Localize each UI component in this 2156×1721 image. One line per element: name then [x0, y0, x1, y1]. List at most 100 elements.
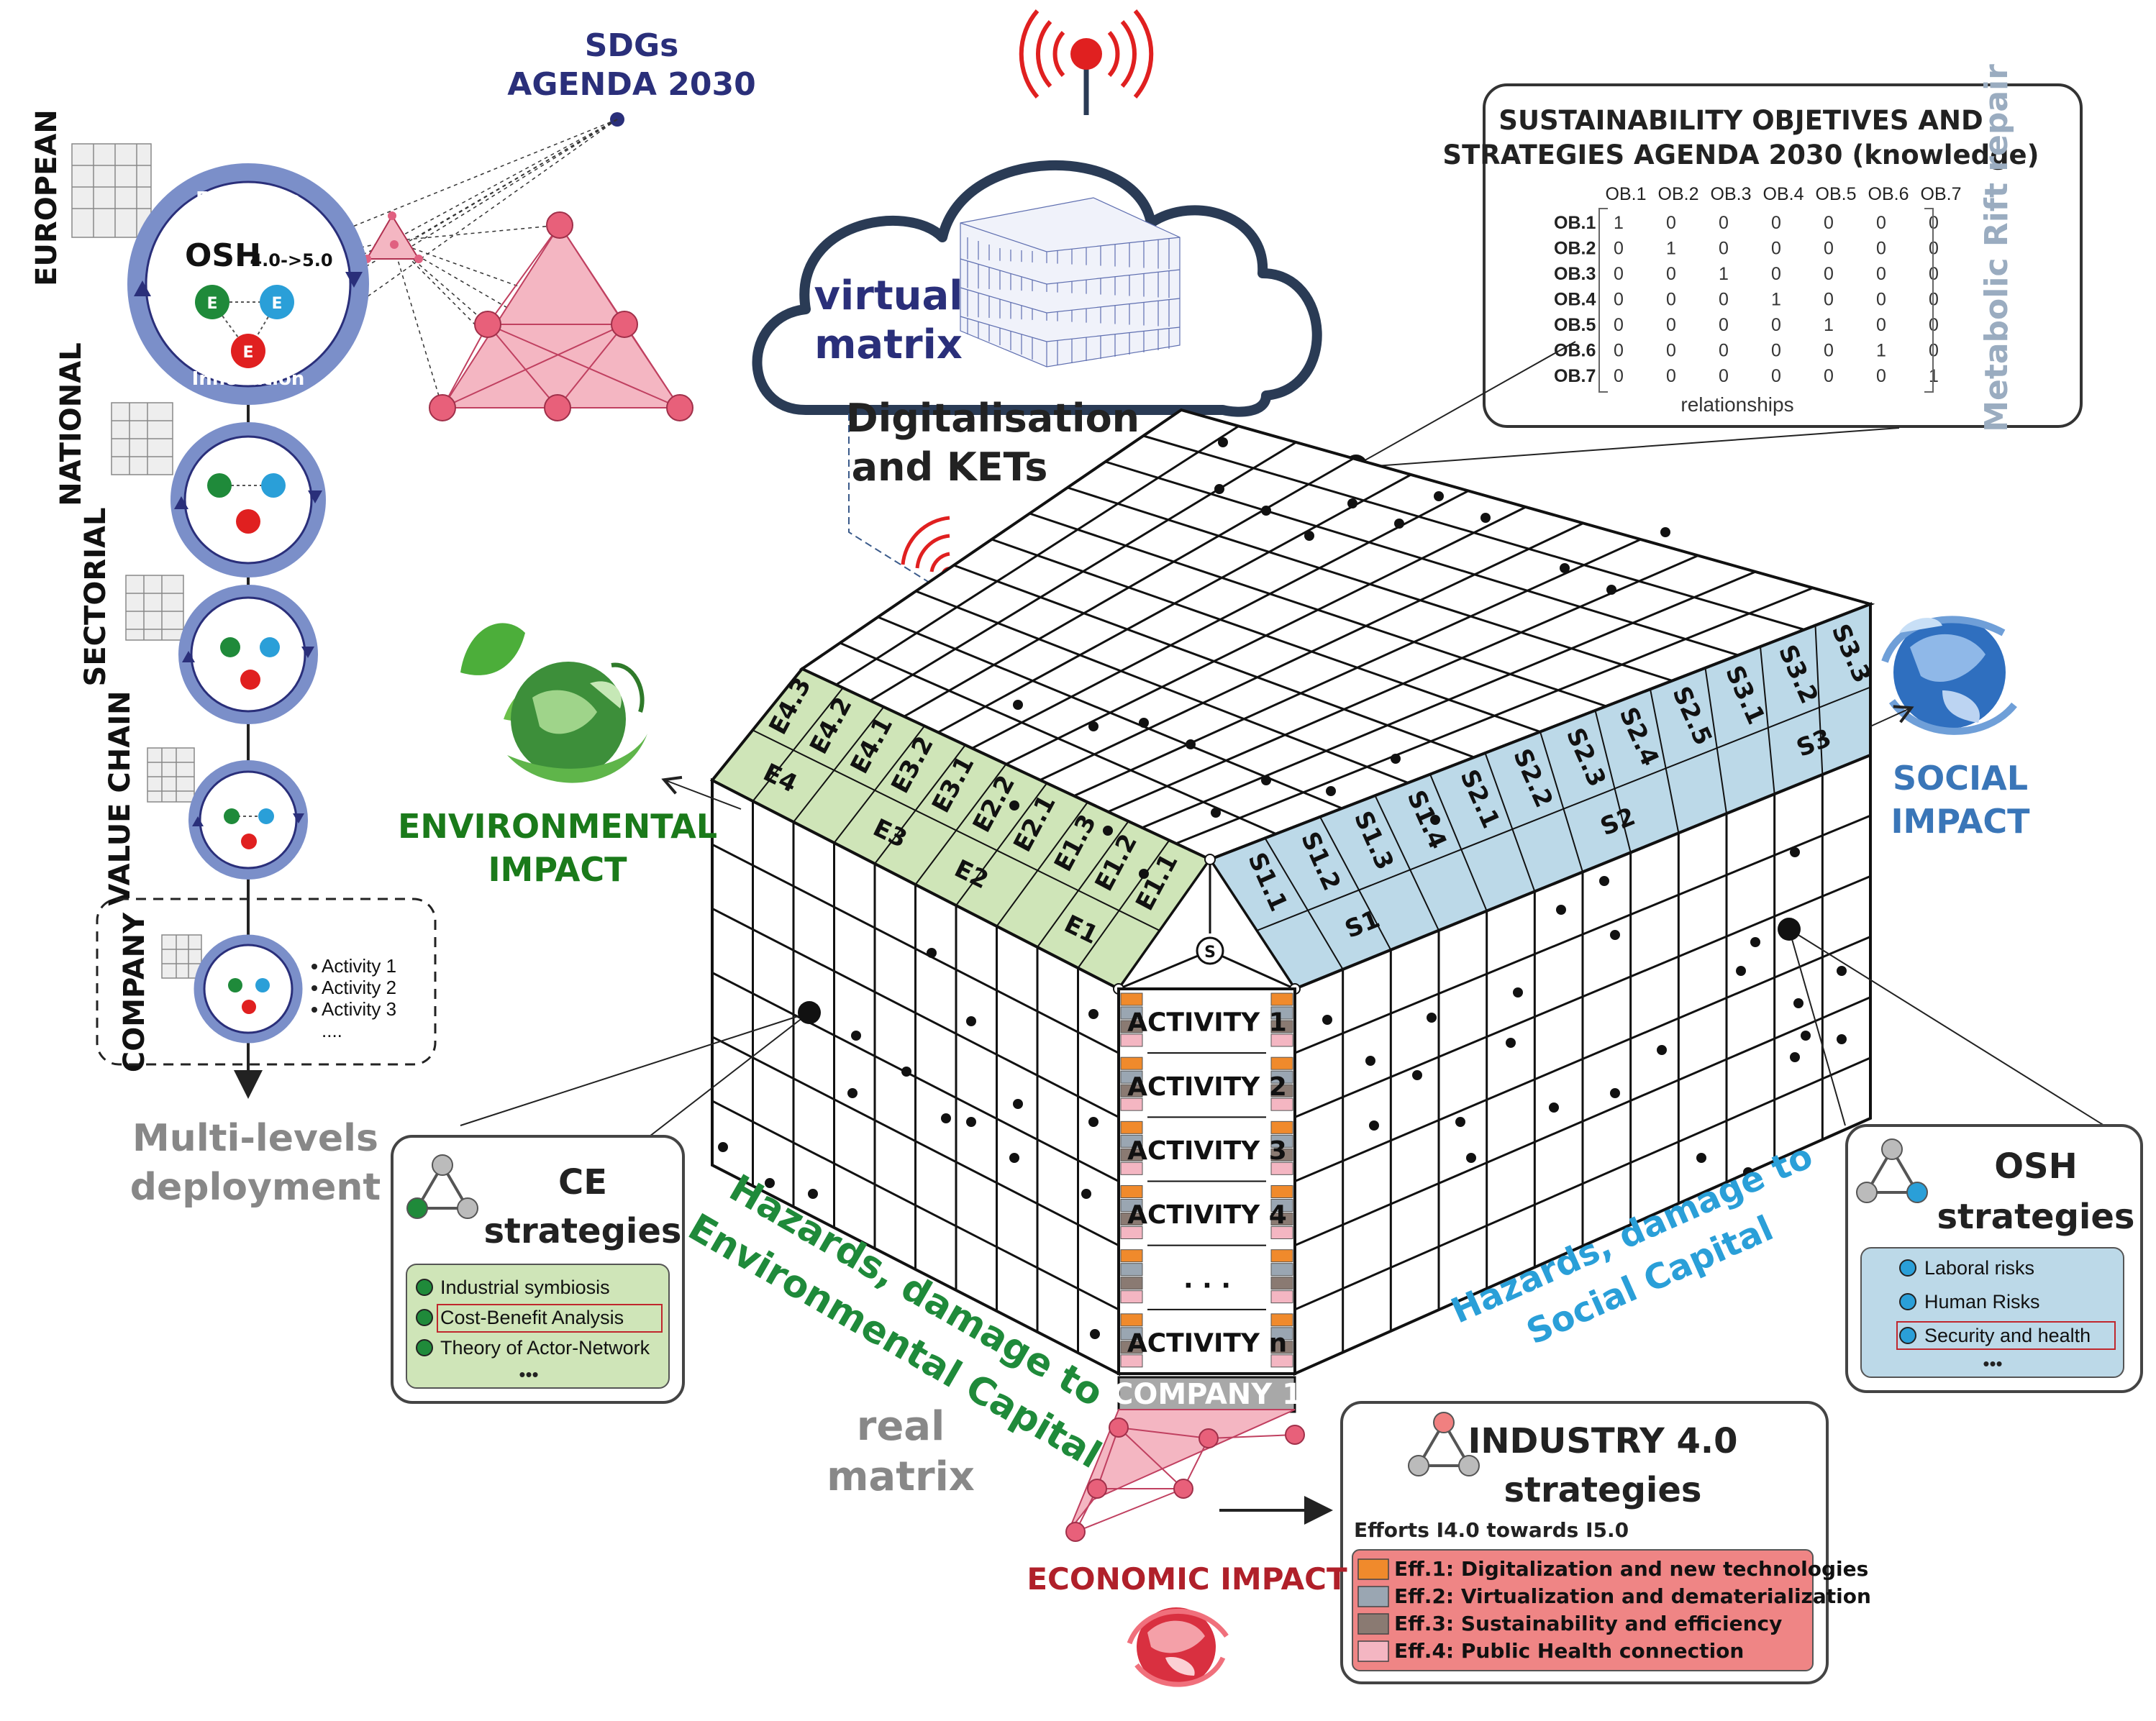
activity-label: ACTIVITY 2 [1127, 1072, 1287, 1102]
effort-stripe [1270, 1148, 1293, 1161]
effort-stripe [1120, 1097, 1143, 1111]
matrix-dot [1430, 815, 1440, 825]
matrix-cell: 0 [1824, 341, 1834, 361]
effort-stripe [1120, 1006, 1143, 1020]
effort-stripe [1120, 1341, 1143, 1354]
slope-gridline [1704, 667, 1727, 814]
sustainability-title-2: STRATEGIES AGENDA 2030 (knowledge) [1442, 140, 2039, 170]
social-impact-arrow [1870, 708, 1910, 727]
effort-stripe [1120, 1056, 1143, 1070]
activity-label: ACTIVITY 4 [1127, 1200, 1287, 1230]
effort-item: Eff.1: Digitalization and new technologi… [1394, 1557, 1868, 1581]
env-impact-arrow [665, 780, 742, 810]
matrix-dot [1261, 775, 1271, 785]
matrix-dot [966, 1117, 976, 1127]
callout-dot [1778, 918, 1801, 941]
matrix-cell: 0 [1719, 213, 1729, 233]
matrix-label: matrix [814, 321, 963, 368]
callout-line [1355, 427, 1900, 468]
effort-stripe [1270, 1199, 1293, 1212]
small-network-triangle [365, 214, 420, 260]
slope-gridline [955, 782, 1048, 906]
ce-subtitle: strategies [483, 1211, 681, 1251]
effort-stripe [1270, 1161, 1293, 1175]
level-european: EUROPEAN [30, 109, 63, 286]
matrix-cell: 0 [1666, 264, 1676, 284]
matrix-cell: 0 [1824, 366, 1834, 386]
matrix-dot [1304, 531, 1314, 541]
matrix-row-header: OB.3 [1554, 264, 1596, 284]
matrix-cell: 1 [1666, 239, 1676, 259]
roof-gridline [937, 473, 1412, 734]
econ-node-blue [255, 978, 270, 992]
slope-gridline [1264, 837, 1344, 970]
econ-node-red [241, 834, 257, 849]
effort-stripe [1120, 1033, 1143, 1047]
econ-node-green [220, 637, 240, 657]
matrix-dot [966, 1016, 976, 1026]
matrix-dot [1009, 1153, 1019, 1163]
company-ring [194, 934, 303, 1044]
sdgs-subtitle: AGENDA 2030 [507, 66, 755, 103]
social-impact-line1: SOCIAL [1893, 759, 2028, 798]
matrix-cell: 0 [1666, 213, 1676, 233]
osh-item-3: Security and health [1924, 1325, 2091, 1346]
matrix-dot [765, 1178, 775, 1188]
slope-gridline [1594, 710, 1632, 853]
roof-gridline [1005, 506, 1527, 765]
matrix-row-header: OB.1 [1554, 213, 1596, 233]
level-sectorial: SECTORIAL [79, 508, 112, 687]
ridge-label: S [1204, 944, 1216, 962]
matrix-dot [1801, 1031, 1811, 1041]
matrix-cell: 0 [1666, 366, 1676, 386]
callout-line [1355, 341, 1576, 466]
effort-stripe [1120, 1277, 1143, 1290]
ring-arrow-icon [345, 272, 363, 288]
company-1-label: COMPANY 1 [1112, 1378, 1302, 1411]
effort-stripe [1120, 1313, 1143, 1327]
metabolic-rift-label: Metabolic Rift repair [1978, 64, 2015, 432]
network-triangle-icon [406, 1154, 478, 1219]
matrix-cell: 0 [1719, 341, 1729, 361]
callout-line [1788, 928, 1846, 1126]
effort-stripe [1270, 1006, 1293, 1020]
matrix-cell: 0 [1771, 264, 1781, 284]
effort-stripe [1120, 1249, 1143, 1263]
ce-title: CE [558, 1162, 607, 1202]
level-value-chain: VALUE CHAIN [104, 690, 137, 905]
wall-gridline [1294, 936, 1871, 1182]
wall-gridline [1294, 996, 1871, 1247]
effort-item: Eff.4: Public Health connection [1394, 1639, 1744, 1663]
slope-gridline [1539, 731, 1583, 872]
level-company: COMPANY [118, 912, 151, 1072]
slope-gridline [752, 729, 1160, 931]
network-node [388, 211, 396, 220]
matrix-dot [1660, 527, 1670, 537]
callout-line [1788, 928, 2105, 1126]
matrix-dot [1322, 1015, 1332, 1025]
highlight-box [1896, 1321, 2116, 1350]
economic-globe-icon [1127, 1607, 1229, 1687]
excellence-label: Excelence [196, 188, 301, 210]
ridge-node [1196, 936, 1224, 965]
activity-label: ACTIVITY n [1127, 1328, 1287, 1358]
matrix-cell: 0 [1771, 239, 1781, 259]
effort-stripe [1270, 1120, 1293, 1134]
matrix-row-header: OB.7 [1554, 366, 1596, 386]
building-icon [111, 402, 173, 475]
matrix-cell: 0 [1876, 239, 1886, 259]
signal-waves-icon [1019, 9, 1154, 99]
real-label: real [857, 1403, 945, 1450]
matrix-cell: 0 [1614, 341, 1624, 361]
big-network-triangle [429, 211, 693, 421]
econ-node-blue [260, 285, 294, 319]
osh-item-1: Laboral risks [1924, 1257, 2034, 1279]
slope-gridline [1037, 821, 1129, 948]
econ-node-green [224, 808, 240, 824]
matrix-dot [1599, 876, 1609, 886]
slope-gridline [1760, 647, 1775, 795]
matrix-cell: 0 [1824, 264, 1834, 284]
matrix-bracket [1924, 208, 1934, 393]
effort-stripe [1270, 1290, 1293, 1304]
network-node [414, 255, 423, 263]
